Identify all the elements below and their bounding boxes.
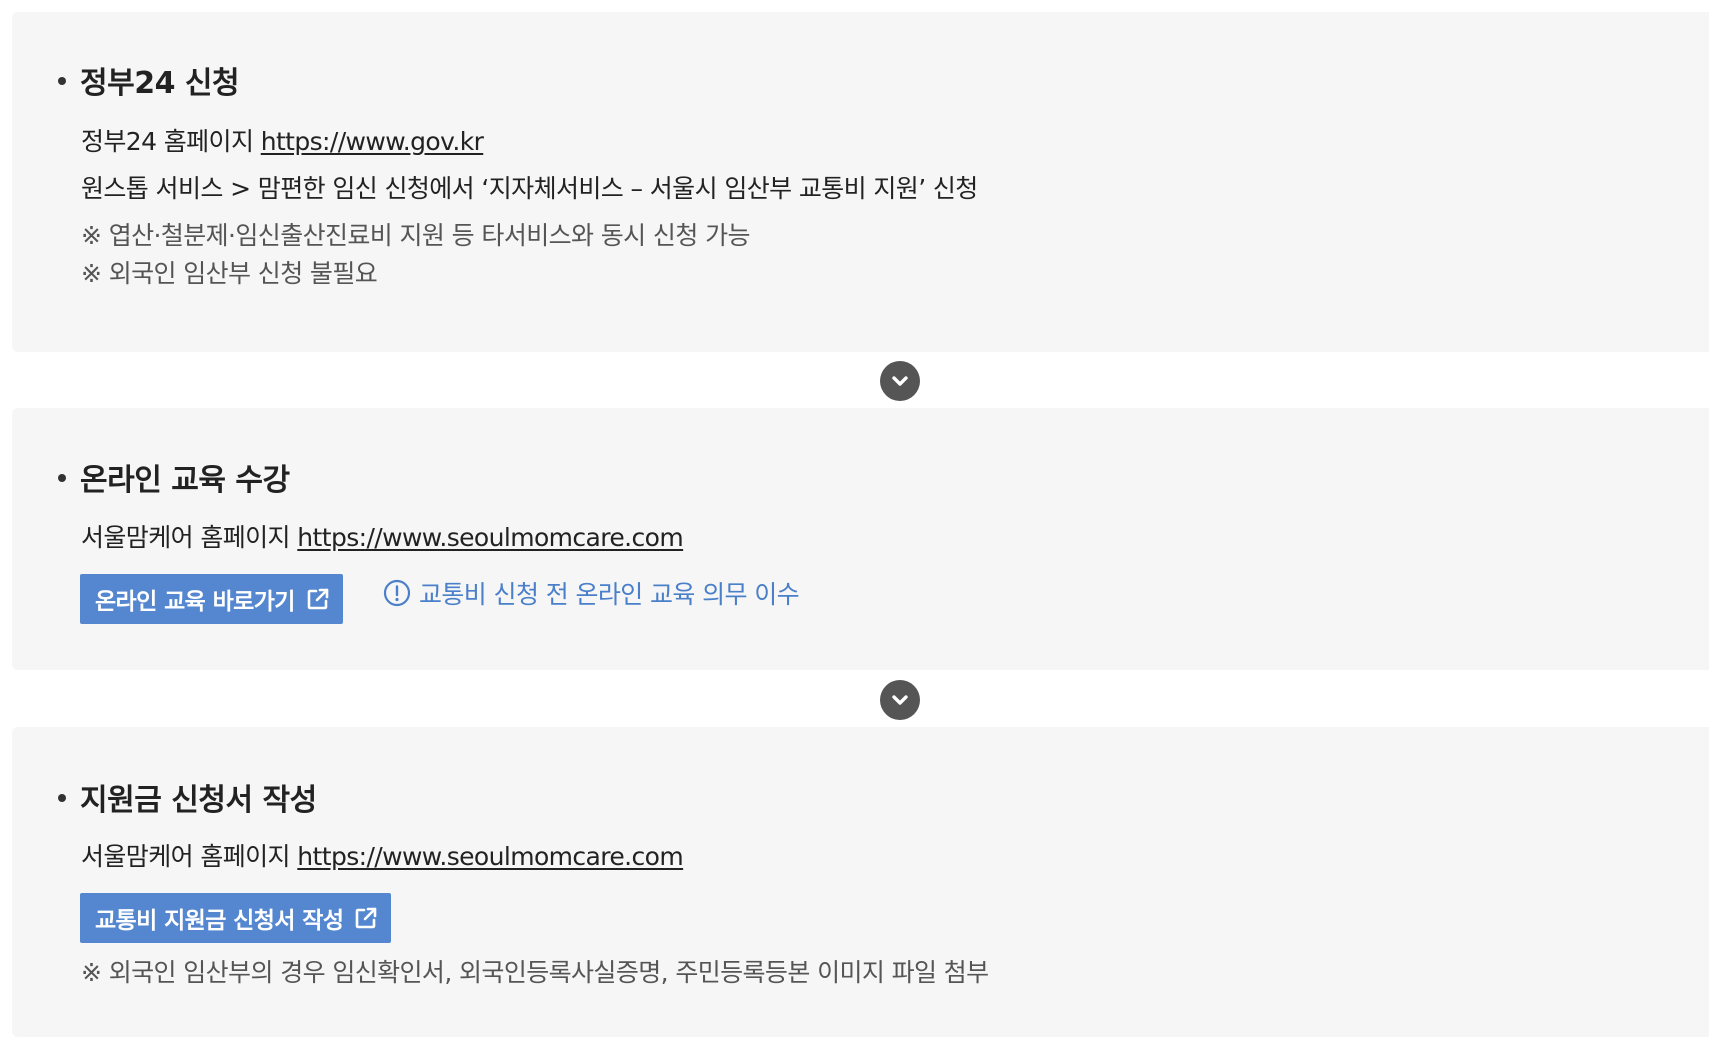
homepage-label: 정부24 홈페이지 — [81, 127, 261, 156]
homepage-label: 서울맘케어 홈페이지 — [81, 523, 298, 552]
step-title: 지원금 신청서 작성 — [58, 775, 317, 819]
chevron-down-icon — [880, 361, 920, 401]
note-line: ※ 외국인 임산부의 경우 임신확인서, 외국인등록사실증명, 주민등록등본 이… — [81, 958, 989, 987]
seoulmomcare-link[interactable]: https://www.seoulmomcare.com — [297, 842, 684, 871]
homepage-label: 서울맘케어 홈페이지 — [81, 842, 298, 871]
homepage-line: 서울맘케어 홈페이지 https://www.seoulmomcare.com — [81, 837, 684, 873]
chevron-down-icon-svg — [892, 376, 908, 386]
homepage-line: 서울맘케어 홈페이지 https://www.seoulmomcare.com — [81, 518, 684, 554]
bullet-dot — [58, 76, 66, 85]
online-education-button-label: 온라인 교육 바로가기 — [95, 589, 295, 615]
gov24-link[interactable]: https://www.gov.kr — [260, 127, 484, 156]
online-education-button[interactable]: 온라인 교육 바로가기 — [80, 574, 343, 624]
step-title: 온라인 교육 수강 — [58, 455, 290, 499]
step-box-online-education: 온라인 교육 수강 서울맘케어 홈페이지 https://www.seoulmo… — [12, 408, 1709, 670]
chevron-down-icon — [880, 680, 920, 720]
note-line: ※ 엽산·철분제·임신출산진료비 지원 등 타서비스와 동시 신청 가능 — [81, 221, 750, 250]
seoulmomcare-link[interactable]: https://www.seoulmomcare.com — [297, 523, 684, 552]
step-title-text: 정부24 신청 — [80, 66, 240, 101]
exclamation-circle-icon — [383, 579, 411, 607]
chevron-down-icon-svg — [892, 695, 908, 705]
external-link-icon — [307, 588, 329, 610]
education-notice: 교통비 신청 전 온라인 교육 의무 이수 — [383, 575, 800, 611]
external-link-icon — [356, 907, 377, 929]
education-notice-text: 교통비 신청 전 온라인 교육 의무 이수 — [419, 580, 800, 609]
bullet-dot — [58, 473, 66, 482]
step-title-text: 온라인 교육 수강 — [80, 463, 290, 498]
bullet-dot — [58, 793, 66, 802]
step-box-application: 지원금 신청서 작성 서울맘케어 홈페이지 https://www.seoulm… — [12, 727, 1709, 1037]
note-line: ※ 외국인 임산부 신청 불필요 — [81, 259, 378, 288]
homepage-line: 정부24 홈페이지 https://www.gov.kr — [81, 122, 484, 158]
application-form-button[interactable]: 교통비 지원금 신청서 작성 — [80, 893, 392, 943]
instruction-line: 원스톱 서비스 > 맘편한 임신 신청에서 ‘지자체서비스 – 서울시 임산부 … — [81, 174, 978, 203]
step-box-gov24: 정부24 신청 정부24 홈페이지 https://www.gov.kr 원스톱… — [12, 12, 1709, 352]
application-form-button-label: 교통비 지원금 신청서 작성 — [95, 908, 344, 934]
step-title: 정부24 신청 — [58, 58, 240, 102]
step-title-text: 지원금 신청서 작성 — [80, 783, 317, 818]
